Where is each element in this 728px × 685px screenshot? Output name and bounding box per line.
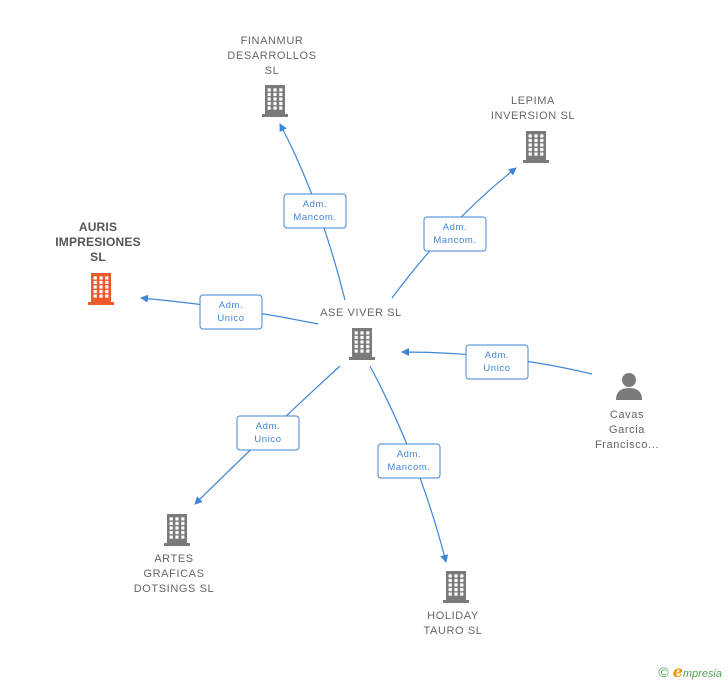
building-icon — [523, 131, 549, 163]
node-label: TAURO SL — [424, 625, 483, 637]
footer-brand: © empresia — [658, 662, 722, 681]
edge-ase-lepima: Adm. Mancom. — [391, 167, 517, 299]
edge-ase-artes: Adm. Unico — [194, 365, 341, 505]
edge-label-text: Adm. — [443, 222, 468, 233]
node-label: AURIS — [79, 220, 117, 234]
node-label: FINANMUR — [241, 35, 304, 47]
node-label: LEPIMA — [511, 95, 555, 107]
edge-label-box — [283, 193, 347, 229]
building-icon — [88, 273, 114, 305]
edge-cavas-ase: Adm. Unico — [401, 344, 593, 380]
node-label: SL — [90, 250, 106, 264]
edge-ase-holiday: Adm. Mancom. — [369, 365, 449, 563]
edge-label-text: Adm. — [485, 350, 510, 361]
node-label: IMPRESIONES — [55, 235, 141, 249]
node-lepima[interactable]: LEPIMA INVERSION SL — [491, 95, 575, 163]
edge-label[interactable]: Adm. Unico — [465, 344, 529, 380]
person-icon — [616, 373, 642, 400]
node-label: DESARROLLOS — [227, 50, 316, 62]
edge-label-text: Adm. — [397, 449, 422, 460]
edge-label-box — [465, 344, 529, 380]
edge-label-text: Unico — [217, 313, 244, 324]
edge-ase-finanmur: Adm. Mancom. — [279, 123, 347, 301]
node-ase[interactable]: ASE VIVER SL — [320, 307, 402, 360]
node-label: HOLIDAY — [427, 610, 479, 622]
edge-label[interactable]: Adm. Mancom. — [283, 193, 347, 229]
edge-label-text: Adm. — [219, 300, 244, 311]
node-label: DOTSINGS SL — [134, 583, 215, 595]
brand-initial: e — [672, 662, 683, 681]
edge-label-box — [377, 443, 441, 479]
edge-label-text: Unico — [483, 363, 510, 374]
edge-label-text: Mancom. — [387, 462, 430, 473]
edge-label[interactable]: Adm. Unico — [199, 294, 263, 330]
edge-label-text: Mancom. — [293, 212, 336, 223]
building-icon — [349, 328, 375, 360]
building-icon — [164, 514, 190, 546]
node-label: Cavas — [610, 409, 644, 421]
edge-label[interactable]: Adm. Unico — [236, 415, 300, 451]
edge-ase-auris: Adm. Unico — [140, 294, 319, 330]
copyright-icon: © — [658, 663, 669, 680]
brand-logo[interactable]: empresia — [673, 662, 722, 681]
node-finanmur[interactable]: FINANMUR DESARROLLOS SL — [227, 35, 316, 117]
node-label: Garcia — [609, 424, 645, 436]
node-label: ARTES — [154, 553, 193, 565]
edge-label-box — [423, 216, 487, 252]
edge-label-box — [199, 294, 263, 330]
edge-label-text: Adm. — [303, 199, 328, 210]
node-label: GRAFICAS — [143, 568, 204, 580]
edge-label-box — [236, 415, 300, 451]
building-icon — [262, 85, 288, 117]
edge-label-text: Adm. — [256, 421, 281, 432]
node-label: ASE VIVER SL — [320, 307, 402, 319]
edge-label-text: Mancom. — [433, 235, 476, 246]
edge-label-text: Unico — [254, 434, 281, 445]
node-label: SL — [265, 65, 280, 77]
building-icon — [443, 571, 469, 603]
edge-label[interactable]: Adm. Mancom. — [377, 443, 441, 479]
node-cavas[interactable]: CavasGarciaFrancisco... — [595, 373, 659, 451]
node-label: INVERSION SL — [491, 110, 575, 122]
brand-name: mpresia — [682, 668, 722, 680]
node-label: Francisco... — [595, 439, 659, 451]
edge-label[interactable]: Adm. Mancom. — [423, 216, 487, 252]
node-holiday[interactable]: HOLIDAY TAURO SL — [424, 571, 483, 637]
node-artes[interactable]: ARTES GRAFICAS DOTSINGS SL — [134, 514, 215, 595]
